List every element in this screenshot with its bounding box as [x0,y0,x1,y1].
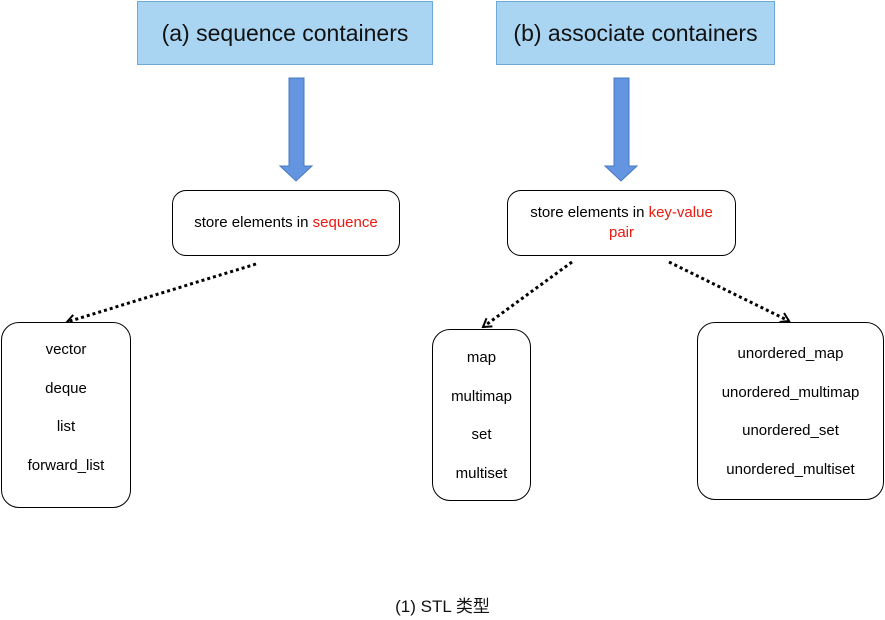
associative-description-box: store elements in key-value pair [507,190,736,256]
unordered-containers-list: unordered_map unordered_multimap unorder… [697,322,884,500]
associative-description-highlight: key-value pair [608,204,713,241]
sequence-description-text: store elements in sequence [194,213,377,233]
list-item: unordered_multiset [726,460,855,478]
figure-caption: (1) STL 类型 [395,597,490,616]
sequence-description-prefix: store elements in [194,214,313,231]
associative-description-prefix: store elements in [530,204,649,221]
list-item: unordered_set [742,422,839,439]
list-item: multiset [455,464,508,482]
sequence-description-box: store elements in sequence [172,190,400,256]
ordered-containers-list: map multimap set multiset [432,329,531,501]
list-item: forward_list [27,456,105,474]
header-associative-containers: (b) associate containers [496,1,775,65]
list-item: unordered_multimap [721,383,860,401]
dotted-arrow-to-unordered-list [668,260,791,323]
header-sequence-label: (a) sequence containers [161,19,409,46]
header-sequence-containers: (a) sequence containers [137,1,433,65]
dotted-arrow-to-ordered-list [481,260,573,329]
list-item: set [471,426,492,443]
list-item: unordered_map [737,345,844,362]
sequence-description-highlight: sequence [312,214,378,231]
list-item: vector [45,341,87,358]
down-arrow-associative [603,77,639,182]
header-associative-label: (b) associate containers [513,19,758,46]
down-arrow-sequence [278,77,314,182]
list-item: deque [45,379,87,397]
list-item: multimap [451,387,512,405]
dotted-arrow-to-sequence-list [65,262,257,326]
list-item: list [56,418,76,435]
list-item: map [466,349,497,366]
sequence-containers-list: vector deque list forward_list [1,322,131,508]
associative-description-text: store elements in key-value pair [516,203,727,243]
